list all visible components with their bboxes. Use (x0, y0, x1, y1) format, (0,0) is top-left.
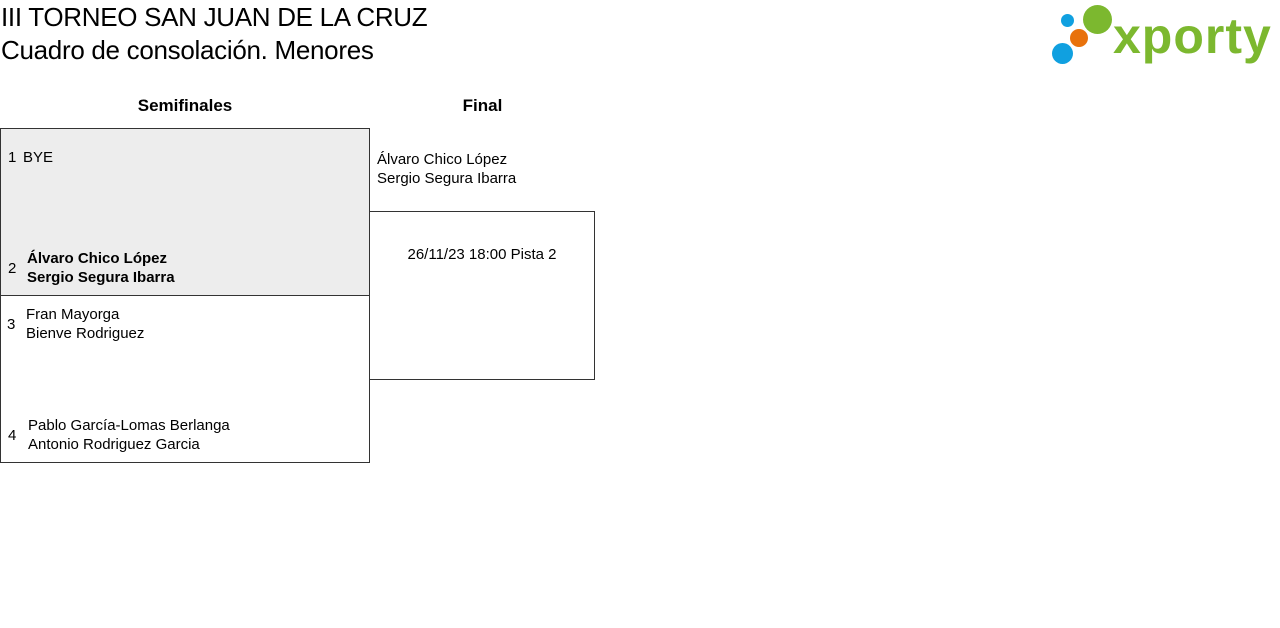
logo-wordmark: xporty (1113, 8, 1272, 64)
logo-dot-blue-small (1061, 14, 1074, 27)
team-slot-bottom-winner: Álvaro Chico López Sergio Segura Ibarra (27, 249, 175, 287)
player-name: Álvaro Chico López (27, 250, 168, 267)
team-slot-top: BYE (23, 148, 53, 167)
tournament-title: III TORNEO SAN JUAN DE LA CRUZ (1, 2, 428, 32)
player-name: Sergio Segura Ibarra (27, 269, 175, 286)
round-header-semifinals: Semifinales (137, 96, 233, 115)
seed-number: 4 (8, 427, 17, 444)
player-name: Pablo García-Lomas Berlanga (28, 417, 230, 434)
player-name: Sergio Segura Ibarra (377, 170, 517, 187)
seed-number: 3 (7, 316, 16, 333)
logo-dot-orange (1070, 29, 1088, 47)
final-match[interactable]: 26/11/23 18:00 Pista 2 (369, 211, 595, 380)
semifinal-match-2[interactable]: 3 Fran Mayorga Bienve Rodriguez 4 Pablo … (0, 295, 370, 463)
player-name: Fran Mayorga (26, 306, 120, 323)
xporty-logo: xporty (1050, 4, 1278, 68)
logo-dot-blue-large (1052, 43, 1073, 64)
player-name: BYE (23, 149, 54, 166)
seed-number: 1 (8, 149, 17, 166)
player-name: Álvaro Chico López (377, 151, 508, 168)
final-team-slot: Álvaro Chico López Sergio Segura Ibarra (377, 150, 516, 188)
player-name: Bienve Rodriguez (26, 325, 145, 342)
team-slot-bottom: Pablo García-Lomas Berlanga Antonio Rodr… (28, 416, 230, 454)
team-slot-top: Fran Mayorga Bienve Rodriguez (26, 305, 144, 343)
logo-dot-green (1083, 5, 1112, 34)
round-header-final: Final (462, 96, 503, 115)
player-name: Antonio Rodriguez Garcia (28, 436, 200, 453)
semifinal-match-1[interactable]: 1 BYE 2 Álvaro Chico López Sergio Segura… (0, 128, 370, 296)
draw-subtitle: Cuadro de consolación. Menores (1, 35, 374, 65)
match-schedule: 26/11/23 18:00 Pista 2 (407, 246, 557, 263)
seed-number: 2 (8, 260, 17, 277)
